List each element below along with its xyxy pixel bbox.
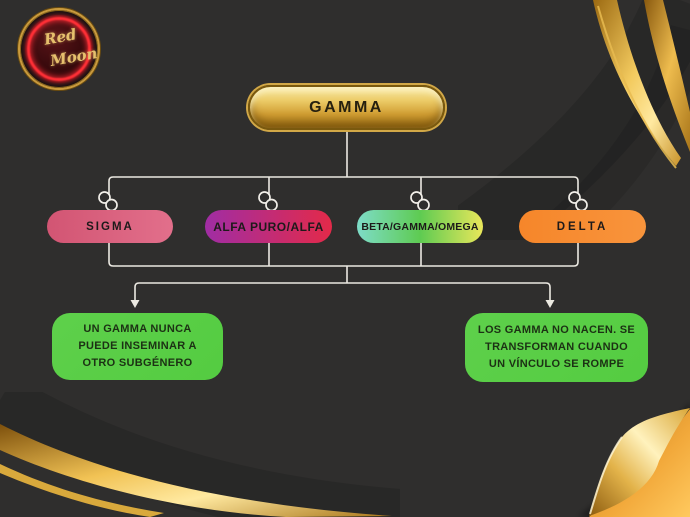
arrow-down-right xyxy=(545,300,555,308)
page-curl-bottom-right xyxy=(578,402,690,517)
connector-note-bus xyxy=(134,282,551,300)
logo-word-2: Moon xyxy=(48,44,99,70)
logo-neon-ring xyxy=(27,17,91,81)
logo-text: Red Moon xyxy=(20,10,99,88)
node-sigma-label: SIGMA xyxy=(86,220,134,233)
connector-top-bus xyxy=(108,176,579,210)
connector-bottom-bus xyxy=(108,243,579,267)
node-delta: DELTA xyxy=(519,210,646,243)
red-moon-logo: Red Moon xyxy=(18,8,100,90)
note-inseminar: UN GAMMA NUNCA PUEDE INSEMINAR A OTRO SU… xyxy=(52,313,223,380)
rings-icon xyxy=(568,191,588,212)
note-transforman: LOS GAMMA NO NACEN. SE TRANSFORMAN CUAND… xyxy=(465,313,648,382)
node-delta-label: DELTA xyxy=(556,220,609,233)
node-sigma: SIGMA xyxy=(47,210,173,243)
node-beta-gamma-omega: BETA/GAMMA/OMEGA xyxy=(357,210,483,243)
arrow-down-left xyxy=(130,300,140,308)
gold-swoosh-bottom-left xyxy=(0,392,400,517)
rings-icon xyxy=(98,191,118,212)
gold-swoosh-top-right xyxy=(458,0,690,240)
logo-word-1: Red xyxy=(42,25,78,49)
node-alfa: ALFA PURO/ALFA xyxy=(205,210,332,243)
node-alfa-label: ALFA PURO/ALFA xyxy=(213,219,324,234)
rings-icon xyxy=(410,191,430,212)
node-gamma-label: GAMMA xyxy=(309,98,384,116)
node-beta-gamma-omega-label: BETA/GAMMA/OMEGA xyxy=(361,220,479,233)
rings-icon xyxy=(258,191,278,212)
node-gamma: GAMMA xyxy=(248,85,445,130)
